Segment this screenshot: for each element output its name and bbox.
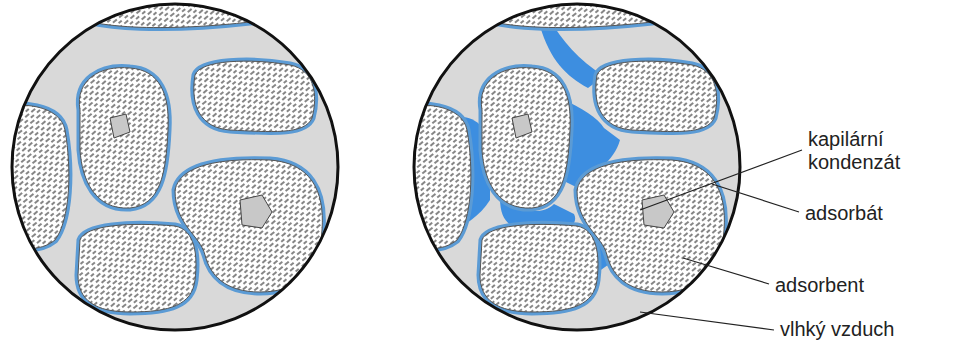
- pore-view-dry: [0, 0, 338, 330]
- leader-lines: [640, 150, 802, 330]
- part-label: adsorbát: [805, 202, 955, 225]
- part-label: kapilární kondenzát: [808, 128, 958, 174]
- view-border: [12, 4, 338, 330]
- part-label: adsorbent: [775, 274, 955, 297]
- pore-view-wet: [392, 0, 740, 330]
- part-label: vlhký vzduch: [780, 318, 960, 341]
